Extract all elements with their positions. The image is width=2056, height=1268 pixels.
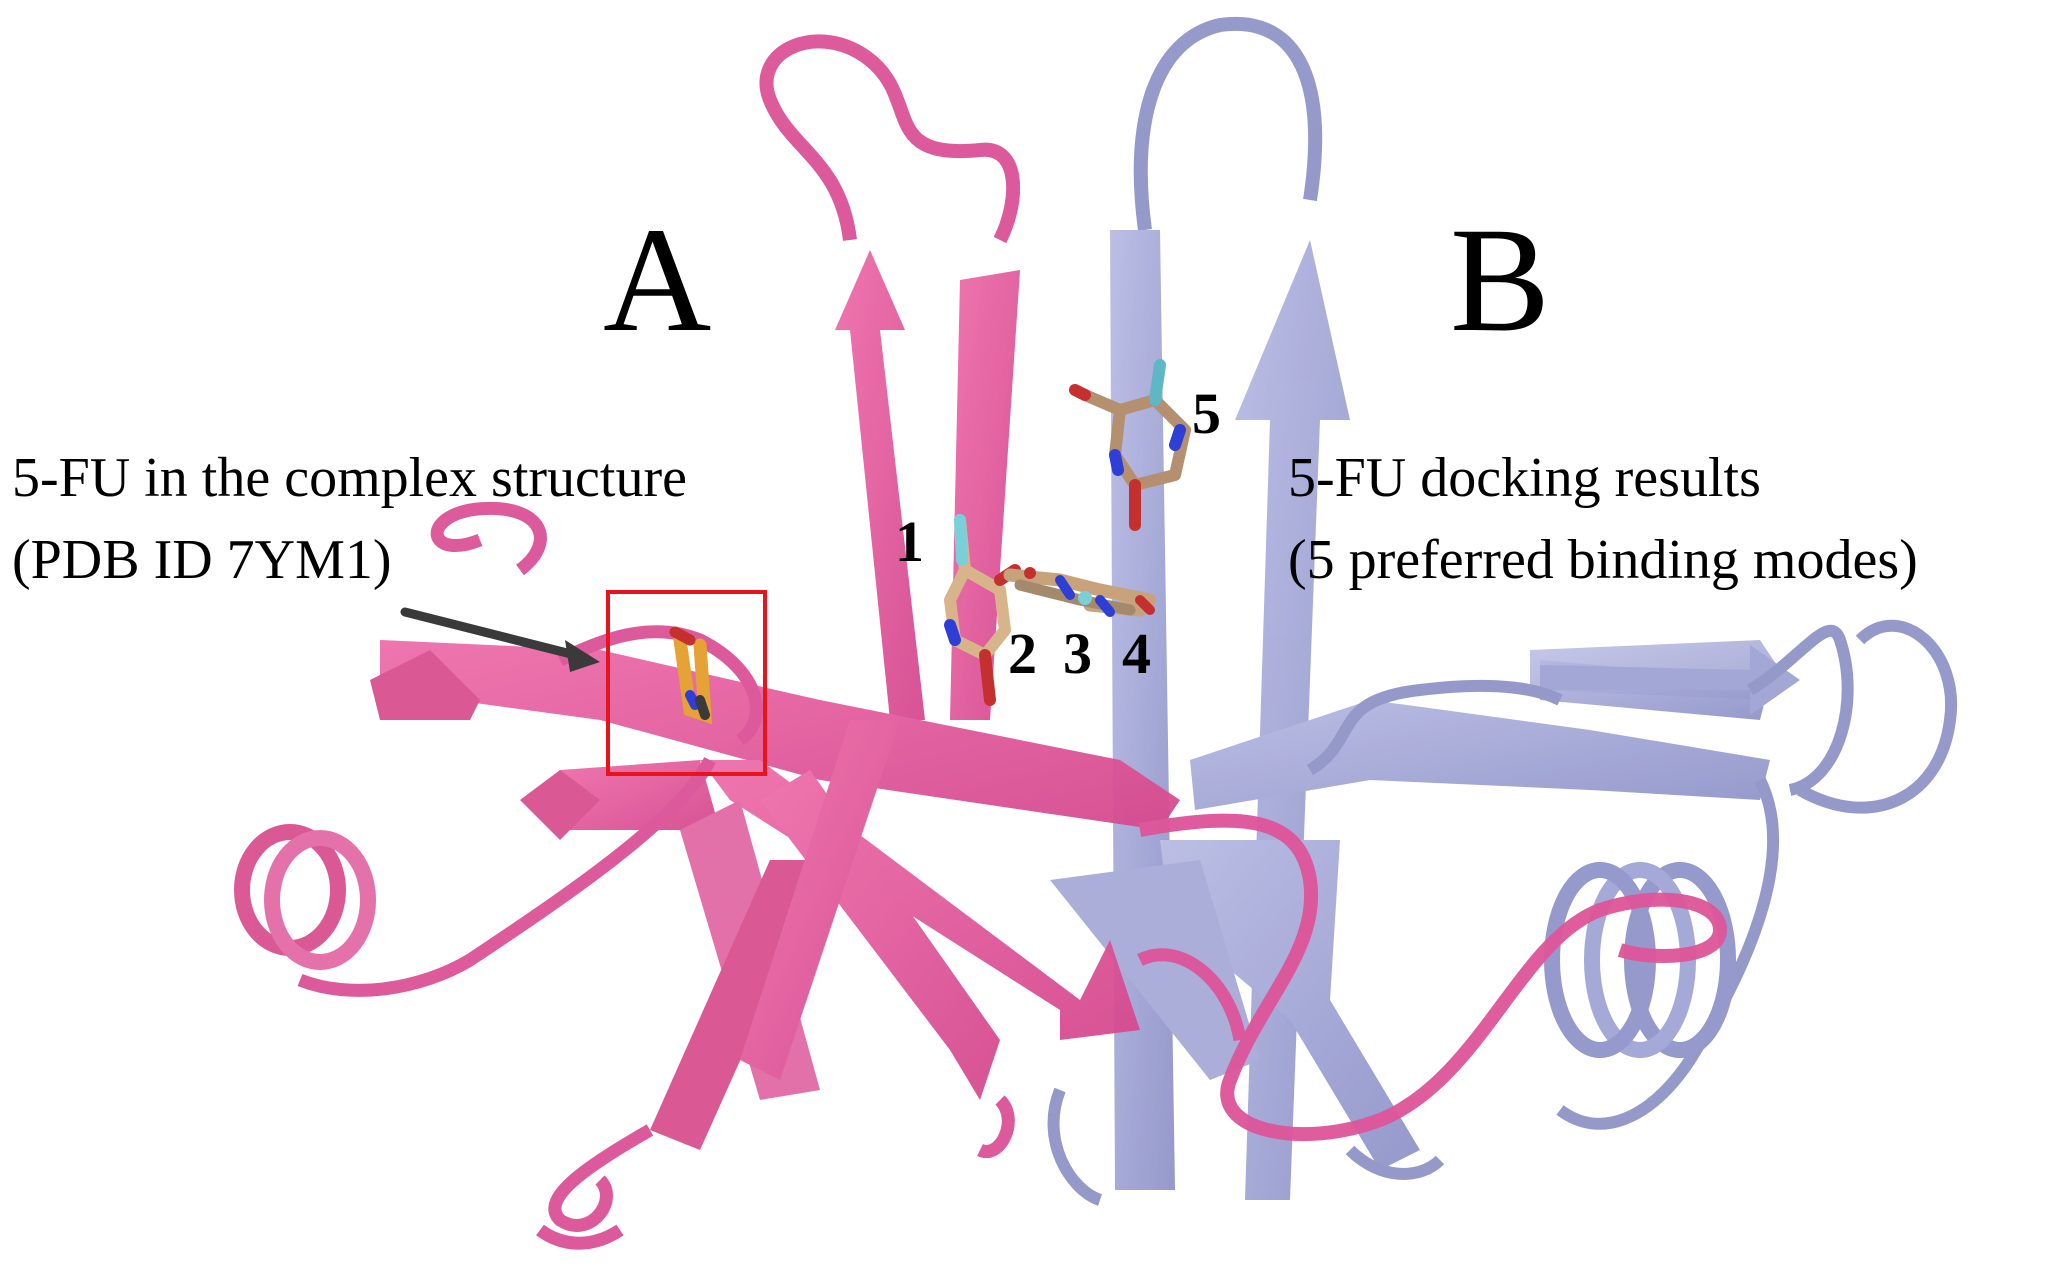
chain-b-ribbon xyxy=(1047,16,1958,1206)
ligand-pose-5 xyxy=(1069,359,1191,531)
docking-caption-line2: (5 preferred binding modes) xyxy=(1288,529,1918,591)
highlight-box xyxy=(606,590,767,776)
mode-label-1: 1 xyxy=(895,509,924,574)
pointer-arrow xyxy=(400,607,600,672)
complex-caption-line2: (PDB ID 7YM1) xyxy=(12,529,392,591)
mode-label-4: 4 xyxy=(1122,621,1151,686)
mode-label-2: 2 xyxy=(1008,621,1037,686)
ligand-poses-2-4 xyxy=(1003,567,1157,617)
docking-caption-line1: 5-FU docking results xyxy=(1288,447,1761,509)
complex-caption-line1: 5-FU in the complex structure xyxy=(12,447,687,509)
docked-ligand-poses xyxy=(669,359,1191,725)
chain-a-label: A xyxy=(603,197,712,363)
chain-b-label: B xyxy=(1450,197,1551,363)
chain-a-ribbon xyxy=(234,34,1728,1250)
mode-label-5: 5 xyxy=(1192,381,1221,446)
crystal-ligand xyxy=(669,626,713,725)
mode-label-3: 3 xyxy=(1063,621,1092,686)
